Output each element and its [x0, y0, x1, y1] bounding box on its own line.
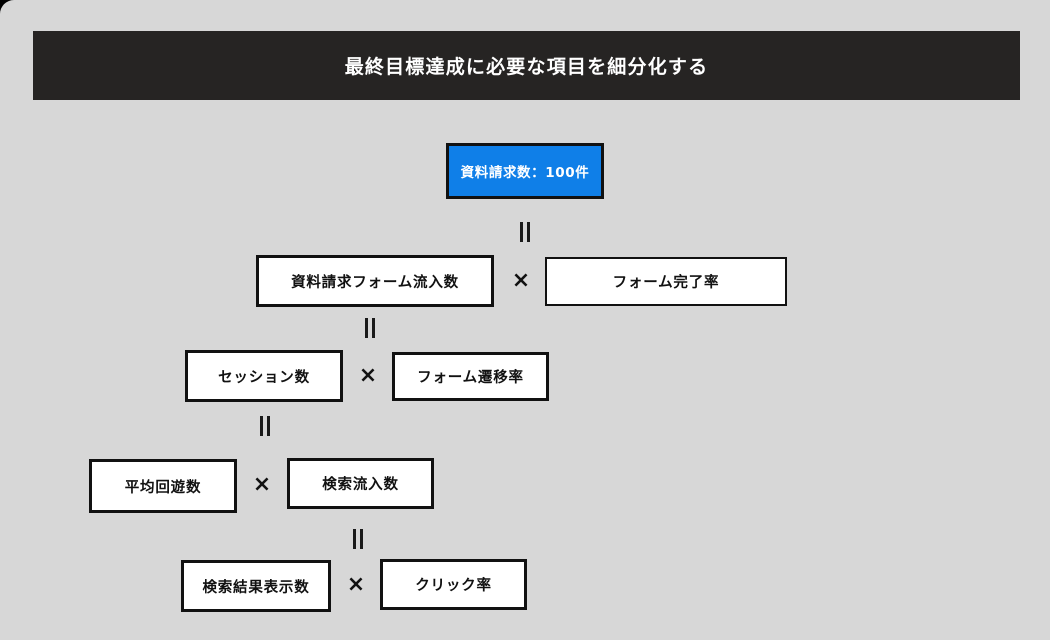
node-row3-left[interactable]: 検索結果表示数 — [181, 560, 331, 612]
node-row2-right-label: 検索流入数 — [322, 477, 399, 493]
equals-marker-2 — [253, 415, 277, 437]
node-row2-left-label: 平均回遊数 — [124, 479, 202, 496]
multiply-marker-2: × — [252, 472, 272, 497]
multiply-marker-0: × — [511, 268, 531, 293]
equals-marker-0 — [513, 221, 537, 243]
node-row2-right[interactable]: 検索流入数 — [287, 458, 434, 509]
page-title: 最終目標達成に必要な項目を細分化する — [344, 56, 709, 78]
node-row1-right[interactable]: フォーム遷移率 — [392, 352, 549, 401]
node-row1-left[interactable]: セッション数 — [185, 350, 343, 402]
goal-node-label: 資料請求数：100件 — [460, 165, 590, 181]
node-row3-left-label: 検索結果表示数 — [202, 579, 310, 596]
equals-marker-3 — [346, 528, 370, 550]
header-banner: 最終目標達成に必要な項目を細分化する — [33, 31, 1020, 100]
goal-node-document-requests[interactable]: 資料請求数：100件 — [446, 143, 604, 199]
node-row0-left[interactable]: 資料請求フォーム流入数 — [256, 255, 494, 307]
node-row2-left[interactable]: 平均回遊数 — [89, 459, 237, 513]
equals-marker-1 — [358, 317, 382, 339]
multiply-marker-3: × — [346, 572, 366, 597]
node-row0-right[interactable]: フォーム完了率 — [545, 257, 787, 306]
node-row1-left-label: セッション数 — [218, 369, 310, 386]
node-row1-right-label: フォーム遷移率 — [417, 370, 524, 386]
node-row0-right-label: フォーム完了率 — [612, 275, 720, 291]
node-row3-right[interactable]: クリック率 — [380, 559, 527, 610]
node-row0-left-label: 資料請求フォーム流入数 — [291, 274, 459, 291]
node-row3-right-label: クリック率 — [415, 578, 492, 594]
multiply-marker-1: × — [358, 363, 378, 388]
